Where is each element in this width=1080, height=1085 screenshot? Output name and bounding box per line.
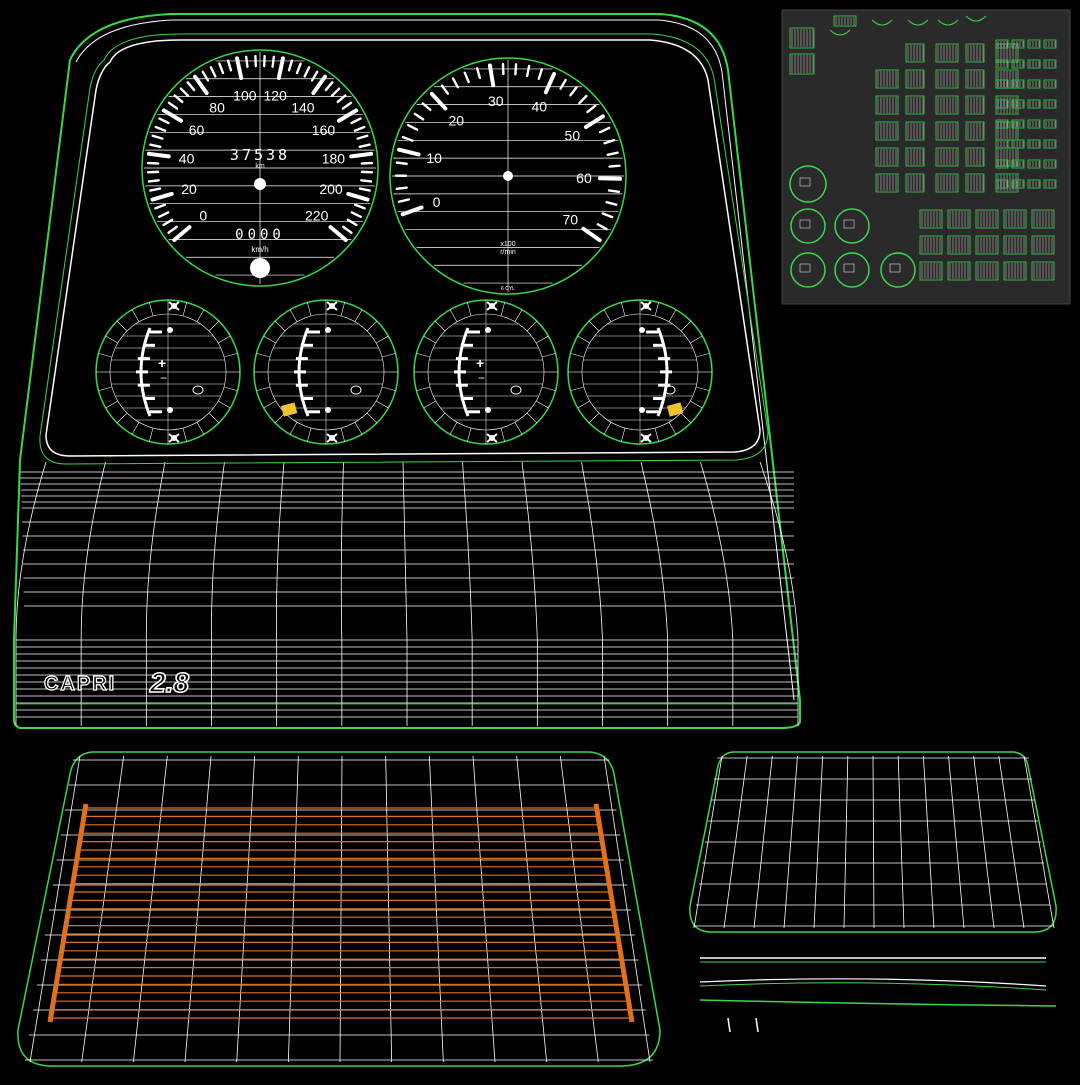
gauge-label: 60 — [576, 170, 592, 186]
gauge-tick — [515, 64, 516, 74]
gauge-label: 20 — [181, 181, 197, 197]
gauge-label: 40 — [179, 151, 195, 167]
gauge-label: 10 — [426, 150, 442, 166]
lower-right-panel — [690, 752, 1056, 932]
small-gauge-temp — [568, 300, 712, 444]
tachometer-unit: r/min — [500, 249, 516, 256]
gauge-label: 60 — [189, 122, 205, 138]
small-gauge-fuel — [254, 300, 398, 444]
tachometer-hub — [503, 171, 513, 181]
gauge-tick — [149, 180, 159, 181]
gauge-label: 80 — [209, 100, 225, 116]
gauge-tick — [397, 188, 407, 189]
tachometer-multiplier: x100 — [500, 241, 515, 248]
gauge-label: 160 — [312, 122, 336, 138]
gauge-tick — [609, 190, 619, 191]
small-gauge-battery: +− — [96, 300, 240, 444]
small-gauge-plus: + — [158, 355, 166, 371]
small-gauge-minus: − — [160, 371, 167, 385]
trip-readout: 0000 — [235, 227, 285, 243]
gauge-label: 220 — [305, 208, 329, 224]
gauge-tick — [273, 57, 274, 67]
gauge-label: 120 — [263, 88, 287, 104]
trip-reset-knob — [250, 258, 270, 278]
speedometer-hub — [254, 178, 266, 190]
gauge-tick — [149, 154, 169, 157]
gauge-tick — [246, 57, 247, 67]
badge-number: 2.8 — [149, 667, 189, 698]
gauge-label: 180 — [322, 151, 346, 167]
speedometer-unit-kmh: km/h — [251, 245, 268, 254]
small-gauge-minus: − — [478, 371, 485, 385]
small-gauge-plus: + — [476, 355, 484, 371]
gauge-tick — [397, 163, 407, 164]
gauge-label: 50 — [565, 128, 581, 144]
speedometer-unit-km: km — [255, 163, 265, 170]
gauge-label: 200 — [319, 181, 343, 197]
small-gauge-oil: +− — [414, 300, 558, 444]
gauge-label: 100 — [233, 88, 257, 104]
gauge-label: 30 — [488, 93, 504, 109]
gauge-label: 70 — [562, 212, 578, 228]
gauge-label: 0 — [433, 194, 441, 210]
odometer-readout: 37538 — [230, 146, 290, 164]
badge-model: CAPRI — [44, 673, 116, 695]
gauge-label: 20 — [449, 112, 465, 128]
tachometer-cyl: 6 CYL — [501, 286, 515, 292]
gauge-tick — [361, 180, 371, 181]
gauge-tick — [351, 154, 371, 157]
gauge-label: 140 — [291, 100, 315, 116]
uv-atlas-thumbnail — [782, 10, 1070, 304]
tachometer-gauge: 0 10 20 30 40 50 60 70 x100 r/min 6 CYL — [390, 58, 626, 294]
lower-left-panel — [18, 752, 660, 1066]
gauge-label: 40 — [531, 99, 547, 115]
gauge-tick — [610, 166, 620, 167]
gauge-label: 0 — [199, 208, 207, 224]
trim-strips — [700, 958, 1056, 1032]
